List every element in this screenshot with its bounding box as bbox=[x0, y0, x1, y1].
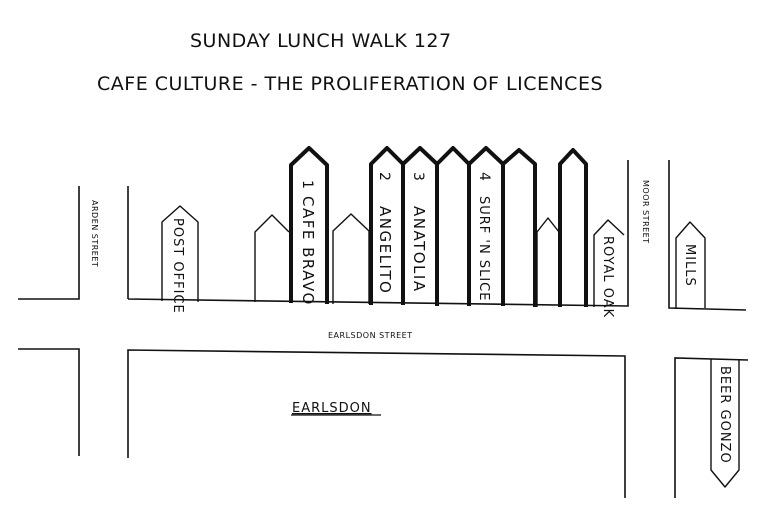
cafe-bravo-building bbox=[289, 146, 329, 304]
moor-street-label: MOOR STREET bbox=[641, 180, 650, 244]
small-building-3 bbox=[536, 217, 560, 307]
post-office-building bbox=[161, 205, 199, 302]
mills-label: MILLS bbox=[682, 244, 697, 287]
tall-building-unlabeled-3 bbox=[558, 148, 588, 307]
arden-street-lower-edge bbox=[18, 348, 80, 456]
royal-oak-label: ROYAL OAK bbox=[600, 236, 615, 318]
page-subtitle: CAFE CULTURE - THE PROLIFERATION OF LICE… bbox=[97, 73, 603, 95]
angelito-number: 2 bbox=[376, 172, 392, 181]
small-building-2 bbox=[332, 213, 370, 304]
anatolia-number: 3 bbox=[410, 172, 426, 181]
small-building-1 bbox=[254, 214, 290, 302]
moor-street-south-edge bbox=[674, 357, 749, 498]
earlsdon-street-north-edge bbox=[127, 160, 747, 311]
road-lines bbox=[18, 160, 749, 498]
angelito-label: ANGELITO bbox=[376, 206, 394, 294]
anatolia-label: ANATOLIA bbox=[410, 206, 428, 293]
arden-street-label: ARDEN STREET bbox=[90, 200, 99, 267]
beer-gonzo-building bbox=[710, 359, 740, 488]
cafe-bravo-number: 1 bbox=[299, 180, 315, 189]
arden-street-upper-edge bbox=[18, 186, 80, 300]
royal-oak-building bbox=[593, 219, 625, 307]
earlsdon-street-label: EARLSDON STREET bbox=[328, 331, 413, 340]
cafe-bravo-label: CAFE BRAVO bbox=[299, 196, 317, 306]
post-office-label: POST OFFICE bbox=[170, 218, 185, 314]
tall-building-unlabeled-2 bbox=[501, 148, 537, 307]
tall-building-unlabeled-1 bbox=[435, 146, 471, 306]
surf-n-slice-number: 4 bbox=[476, 172, 492, 181]
mills-building bbox=[675, 221, 706, 308]
beer-gonzo-label: BEER GONZO bbox=[717, 366, 732, 464]
earlsdon-area-label: EARLSDON bbox=[292, 401, 372, 416]
surf-n-slice-label: SURF 'N SLICE bbox=[476, 196, 491, 301]
page-title: SUNDAY LUNCH WALK 127 bbox=[190, 30, 452, 52]
earlsdon-street-south-edge bbox=[127, 349, 626, 498]
